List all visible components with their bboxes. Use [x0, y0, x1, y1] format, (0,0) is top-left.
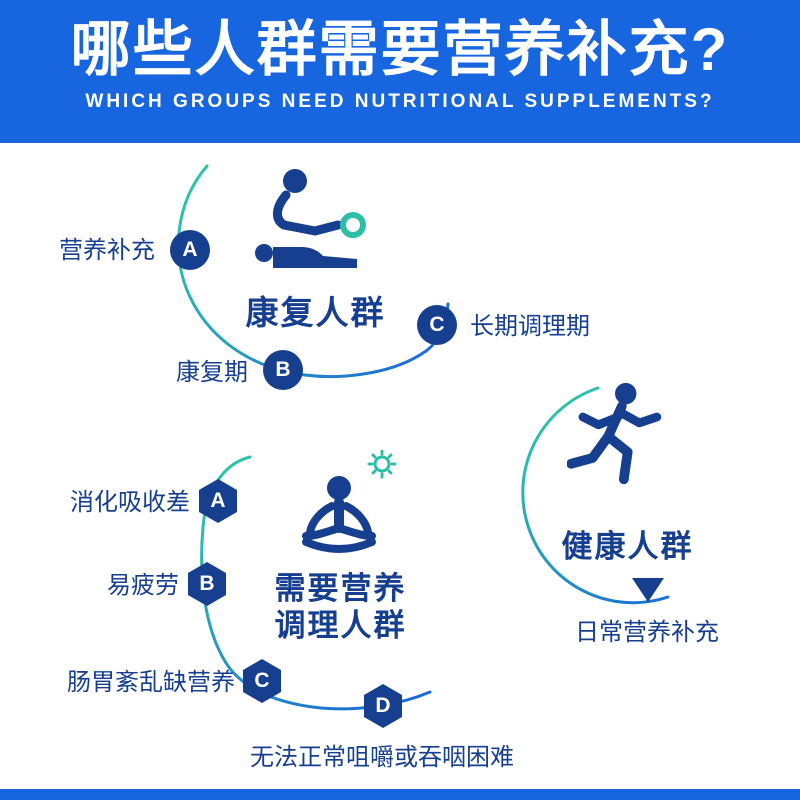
badge-conditioning-c: C — [243, 659, 281, 703]
healthy-group-note: 日常营养补充 — [575, 619, 719, 646]
meditation-icon — [302, 450, 397, 553]
footer-accent-bar — [0, 789, 800, 800]
badge-recovery-a: A — [170, 230, 210, 270]
down-triangle-icon — [632, 578, 664, 602]
healthy-group-title: 健康人群 — [561, 529, 694, 564]
badge-conditioning-a: A — [199, 479, 237, 523]
page-title: 哪些人群需要营养补充? — [70, 16, 730, 83]
label-conditioning-a: 消化吸收差 — [70, 489, 190, 516]
page-subtitle: WHICH GROUPS NEED NUTRITIONAL SUPPLEMENT… — [85, 91, 715, 112]
conditioning-title-line1: 需要营养 — [274, 571, 407, 606]
label-recovery-a: 营养补充 — [59, 237, 155, 264]
badge-letter: D — [375, 694, 391, 717]
label-recovery-c: 长期调理期 — [470, 313, 590, 340]
runner-icon — [567, 382, 662, 485]
massage-therapy-icon — [255, 169, 366, 268]
badge-letter: C — [429, 313, 445, 336]
badge-letter: B — [199, 572, 215, 595]
badge-letter: A — [182, 238, 198, 261]
badge-letter: C — [254, 669, 270, 692]
badge-recovery-b: B — [263, 350, 303, 390]
header-banner: 哪些人群需要营养补充? WHICH GROUPS NEED NUTRITIONA… — [0, 0, 800, 143]
conditioning-group-title: 需要营养 调理人群 — [248, 570, 433, 644]
recovery-group-title: 康复人群 — [245, 294, 386, 331]
label-conditioning-c: 肠胃紊乱缺营养 — [67, 669, 235, 696]
label-conditioning-b: 易疲劳 — [107, 572, 179, 599]
badge-conditioning-d: D — [364, 684, 402, 728]
sun-icon — [367, 450, 397, 479]
badge-conditioning-b: B — [188, 562, 226, 606]
label-recovery-b: 康复期 — [176, 359, 248, 386]
conditioning-title-line2: 调理人群 — [274, 608, 407, 643]
badge-letter: A — [210, 489, 226, 512]
label-conditioning-d: 无法正常咀嚼或吞咽困难 — [250, 744, 514, 771]
badge-letter: B — [275, 358, 291, 381]
badge-recovery-c: C — [417, 305, 457, 345]
